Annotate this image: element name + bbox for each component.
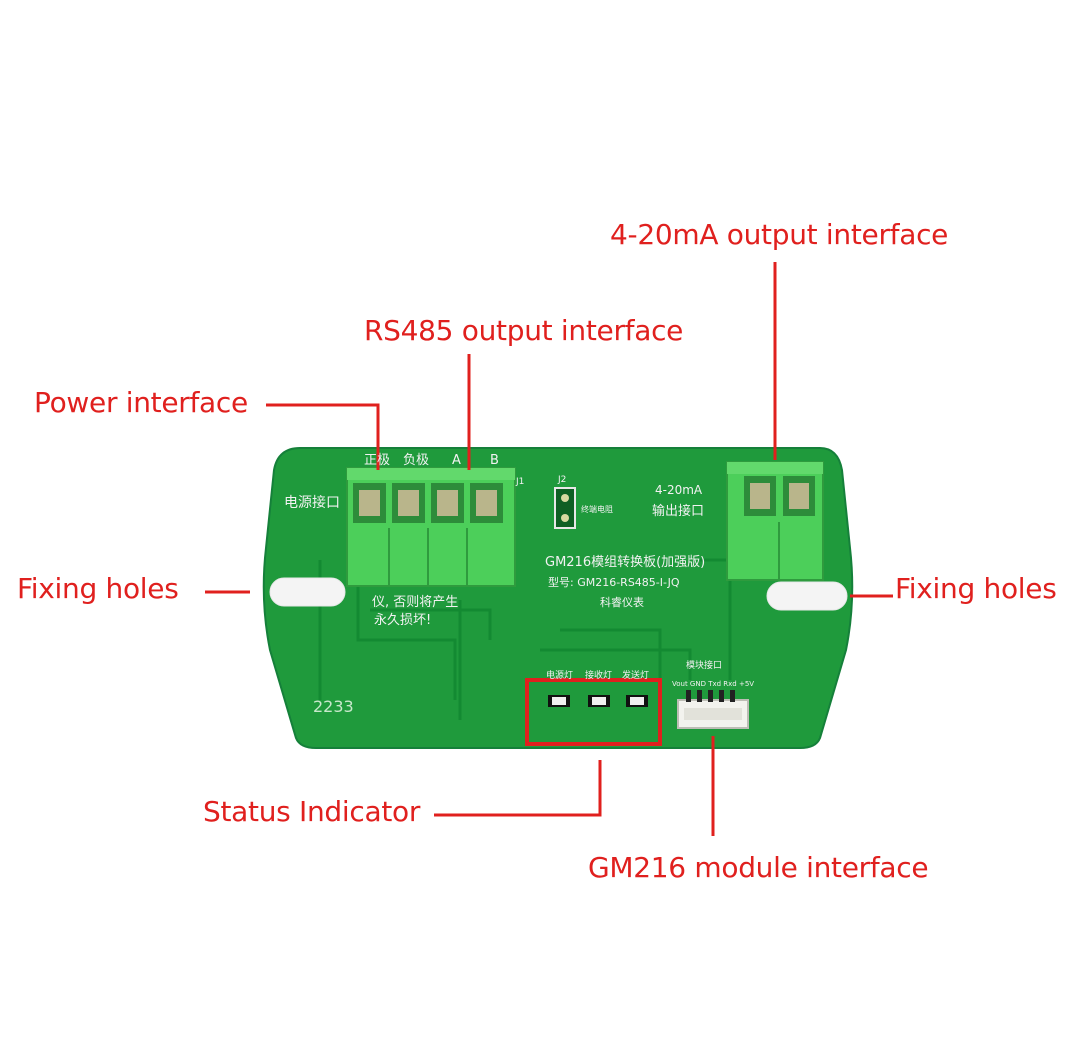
pcb-traces — [318, 558, 732, 720]
silk-led-tx: 发送灯 — [622, 669, 649, 681]
silk-b: B — [490, 453, 499, 468]
silk-resistor: 终端电阻 — [581, 504, 613, 514]
silk-model: 型号: GM216-RS485-I-JQ — [548, 575, 680, 589]
callout-fixing-holes-left: Fixing holes — [17, 572, 179, 605]
silk-warning-1: 仪, 否则将产生 — [372, 595, 458, 610]
leader-status — [434, 760, 602, 817]
fixing-hole-right — [766, 581, 848, 611]
silk-led-power: 电源灯 — [546, 669, 573, 681]
silk-power-in: 电源接口 — [284, 494, 340, 511]
status-indicator-highlight — [525, 678, 662, 746]
callout-rs485-output: RS485 output interface — [364, 314, 684, 347]
silk-j1: J1 — [515, 477, 524, 487]
callout-power-interface: Power interface — [34, 386, 248, 419]
silk-420: 4-20mA — [655, 483, 703, 497]
silk-number: 2233 — [313, 697, 354, 716]
silk-module-if: 模块接口 — [686, 659, 722, 671]
callout-status-indicator: Status Indicator — [203, 795, 421, 828]
silk-pins: Vout GND Txd Rxd +5V — [672, 680, 754, 688]
callout-fixing-holes-right: Fixing holes — [895, 572, 1057, 605]
silk-maker: 科睿仪表 — [600, 595, 644, 609]
silk-warning-2: 永久损坏! — [374, 613, 431, 628]
callout-420ma-output: 4-20mA output interface — [610, 218, 949, 251]
silk-j2: J2 — [557, 475, 566, 485]
jumper-j2 — [554, 487, 576, 529]
terminal-block-420ma — [726, 461, 824, 581]
callout-gm216-module-interface: GM216 module interface — [588, 851, 929, 884]
silk-negative: 负极 — [403, 453, 429, 468]
silk-led-rx: 接收灯 — [585, 669, 612, 681]
silk-420-out: 输出接口 — [652, 503, 704, 519]
terminal-block-power-rs485 — [346, 467, 516, 587]
module-connector — [677, 690, 749, 729]
status-leds — [548, 695, 648, 707]
silk-a: A — [452, 453, 461, 468]
fixing-hole-left — [269, 577, 346, 607]
silk-positive: 正极 — [364, 453, 390, 468]
leader-power — [266, 403, 380, 470]
leader-lines — [205, 262, 893, 836]
silk-title: GM216模组转换板(加强版) — [545, 555, 705, 570]
